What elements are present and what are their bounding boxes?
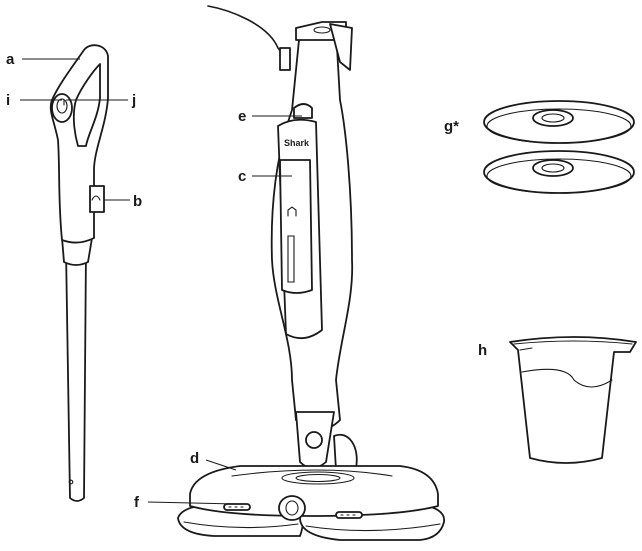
label-j: j [131,92,136,109]
label-e: e [238,108,246,125]
handle-assembly [51,45,108,501]
label-d: d [190,450,199,467]
label-i: i [6,92,10,109]
label-h: h [478,342,487,359]
label-c: c [238,168,246,185]
main-body [208,6,357,470]
label-f: f [134,494,140,511]
label-g: g* [444,118,459,135]
label-a: a [6,51,15,68]
steam-base [178,466,444,540]
brand-logo: Shark [284,138,310,148]
label-b: b [133,193,142,210]
mop-pads [484,101,634,193]
water-fill-cup [510,337,636,463]
